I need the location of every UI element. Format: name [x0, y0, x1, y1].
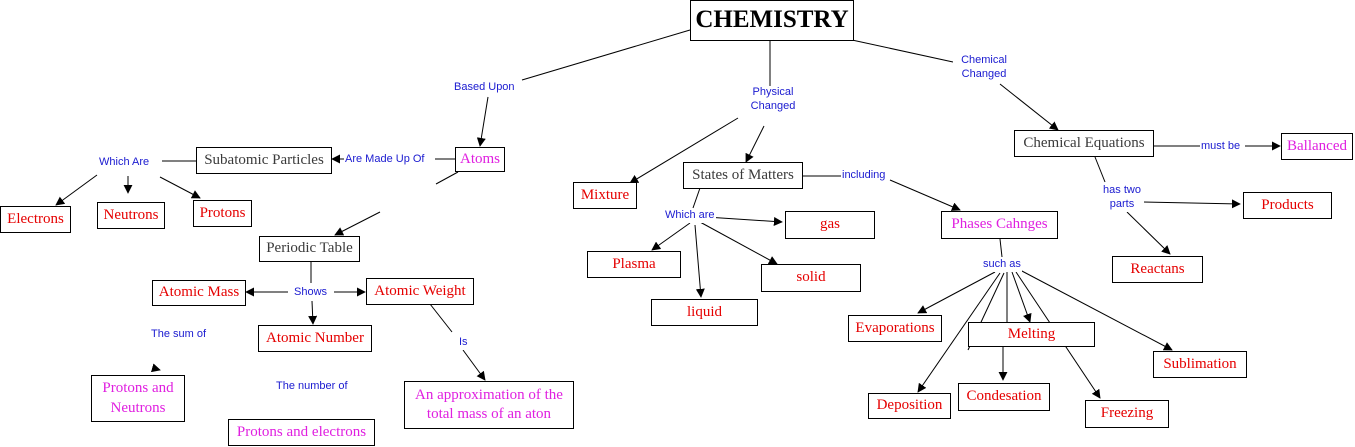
link-label-is: Is	[458, 336, 469, 350]
node-solid[interactable]: solid	[761, 264, 861, 292]
node-reactans[interactable]: Reactans	[1112, 256, 1203, 283]
node-atoms[interactable]: Atoms	[455, 147, 505, 172]
edge-physical-mixture	[629, 117, 739, 184]
edge-equations-has-two-parts	[1094, 156, 1106, 183]
link-label-including: including	[841, 169, 887, 183]
link-label-such-as: such as	[982, 258, 1022, 272]
node-protons[interactable]: Protons	[193, 200, 252, 227]
node-gas[interactable]: gas	[785, 211, 875, 239]
node-atomic-weight[interactable]: Atomic Weight	[366, 278, 474, 305]
link-label-the-sum-of: The sum of	[150, 328, 208, 342]
link-label-must-be: must be	[1200, 140, 1242, 154]
edge-which-are-protons	[159, 176, 201, 199]
node-atomic-number[interactable]: Atomic Number	[258, 325, 372, 352]
edge-such-as-deposition	[917, 272, 1001, 393]
edge-has-two-parts-reactans	[1126, 211, 1171, 255]
node-electrons[interactable]: Electrons	[0, 206, 71, 233]
link-label-which-are-particles: Which Are	[98, 156, 151, 170]
edge-weight-is	[429, 303, 453, 333]
node-freezing[interactable]: Freezing	[1085, 400, 1169, 428]
edge-such-as-sublimation	[1019, 269, 1173, 351]
node-condesation[interactable]: Condesation	[958, 383, 1050, 411]
node-atomic-mass[interactable]: Atomic Mass	[152, 280, 246, 306]
node-mixture[interactable]: Mixture	[573, 182, 637, 209]
edge-atoms-periodic-b	[334, 211, 381, 236]
link-label-chemical-changed: Chemical Changed	[953, 54, 1015, 82]
edge-chemistry-chemical	[851, 39, 954, 63]
edge-phases-such-as	[999, 238, 1003, 258]
node-states-of-matters[interactable]: States of Matters	[683, 162, 803, 189]
edge-which-are-plasma	[651, 222, 691, 251]
edge-which-are-liquid	[694, 224, 705, 298]
edge-has-two-parts-products	[1139, 199, 1241, 209]
node-evaporations[interactable]: Evaporations	[848, 315, 942, 342]
node-deposition[interactable]: Deposition	[868, 393, 951, 419]
node-periodic-table[interactable]: Periodic Table	[259, 236, 360, 262]
edge-based-upon-atoms	[476, 96, 489, 147]
node-subatomic-particles[interactable]: Subatomic Particles	[196, 147, 332, 174]
node-protons-and-electrons[interactable]: Protons and electrons	[228, 419, 375, 446]
edge-including-phases	[889, 179, 961, 211]
edge-chemical-equations	[999, 83, 1059, 131]
node-phases-changes[interactable]: Phases Cahnges	[941, 211, 1058, 239]
edge-which-are-solid	[699, 221, 778, 265]
edge-sum-of-protons-neutrons	[150, 363, 161, 373]
link-label-which-are-states: Which are	[664, 209, 716, 223]
node-melting[interactable]: Melting	[968, 322, 1095, 347]
edge-such-as-evaporations	[917, 271, 996, 314]
node-plasma[interactable]: Plasma	[587, 251, 681, 278]
node-products[interactable]: Products	[1243, 192, 1332, 219]
link-label-shows: Shows	[293, 286, 329, 300]
edge-states-which-are	[692, 187, 701, 209]
node-neutrons[interactable]: Neutrons	[97, 202, 165, 229]
node-chemical-equations[interactable]: Chemical Equations	[1014, 130, 1154, 157]
edge-is-approximation	[462, 349, 486, 381]
edge-chemistry-based-upon	[521, 29, 691, 81]
edge-shows-atomic-number	[308, 300, 318, 325]
link-label-are-made-up-of: Are Made Up Of	[344, 153, 426, 167]
node-protons-and-neutrons[interactable]: Protons and Neutrons	[91, 375, 185, 422]
edge-which-are-electrons	[55, 174, 98, 206]
edge-atoms-periodic-a	[435, 171, 459, 185]
node-liquid[interactable]: liquid	[651, 299, 758, 326]
link-label-the-number-of: The number of	[275, 380, 349, 394]
link-label-physical-changed: Physical Changed	[745, 86, 801, 114]
node-sublimation[interactable]: Sublimation	[1153, 351, 1247, 378]
link-label-has-two-parts: has two parts	[1100, 184, 1144, 212]
node-ballanced[interactable]: Ballanced	[1281, 133, 1353, 160]
node-chemistry[interactable]: CHEMISTRY	[690, 0, 854, 41]
edge-physical-states	[745, 125, 765, 163]
link-label-based-upon: Based Upon	[453, 81, 516, 95]
node-approximation[interactable]: An approximation of the total mass of an…	[404, 381, 574, 429]
edge-which-are-gas	[705, 216, 783, 226]
edge-such-as-melting-b	[1011, 271, 1032, 323]
